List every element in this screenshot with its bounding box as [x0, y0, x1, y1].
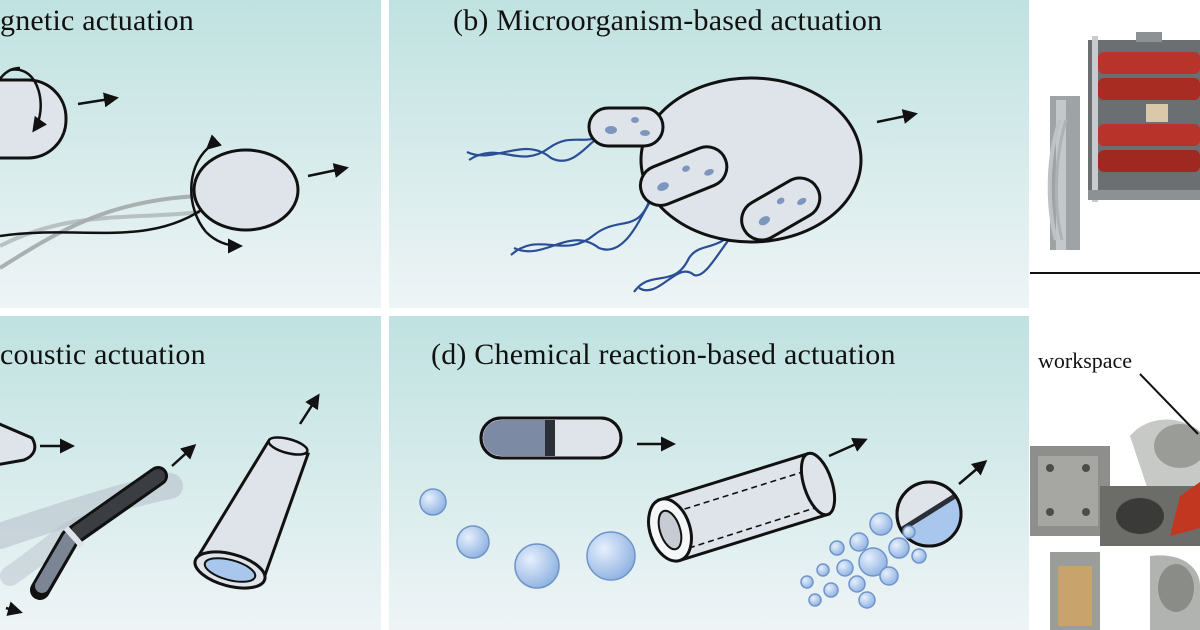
gas-bubbles: [419, 488, 927, 609]
workspace-photo: [1030, 316, 1200, 630]
photo-workspace: workspace: [1030, 316, 1200, 630]
motion-arrow: [171, 443, 197, 467]
acoustic-actuation-illustration: [0, 316, 381, 630]
workspace-label: workspace: [1038, 348, 1133, 373]
panel-title: coustic actuation: [0, 338, 206, 371]
motion-arrow: [958, 460, 988, 485]
photo-divider: [1030, 272, 1200, 274]
janus-microsphere: [895, 480, 963, 548]
workspace-pointer-line: [1139, 373, 1199, 435]
motion-arrow: [828, 438, 868, 458]
motion-arrow: [307, 163, 349, 178]
panel-title: (b) Microorganism-based actuation: [453, 4, 883, 37]
motion-arrow: [298, 393, 320, 425]
helical-tail-swimmer: [0, 134, 300, 270]
microorganism-actuation-illustration: [389, 0, 1029, 308]
tubular-microjet: [647, 451, 837, 563]
partial-swimmer: [0, 422, 37, 466]
conical-microtube: [193, 436, 310, 590]
janus-microrod: [479, 416, 623, 460]
magnetic-actuation-illustration: [0, 0, 381, 308]
coil-photo: [1036, 0, 1200, 266]
panel-chemical-actuation: (d) Chemical reaction-based actuation: [389, 316, 1029, 630]
panel-title: gnetic actuation: [0, 4, 194, 37]
motion-arrow: [77, 92, 119, 108]
bacterium: [638, 145, 729, 207]
photo-electromagnetic-coil: [1036, 0, 1200, 266]
chemical-actuation-illustration: [389, 316, 1029, 630]
bacterium: [587, 106, 665, 148]
flagella: [466, 129, 742, 293]
panel-microorganism-actuation: (b) Microorganism-based actuation: [389, 0, 1029, 308]
bacterium: [740, 176, 822, 242]
rotating-capsule: [0, 66, 68, 160]
motion-arrow: [876, 109, 918, 124]
motion-arrow: [5, 601, 23, 616]
bent-microrod: [30, 466, 168, 600]
panel-acoustic-actuation: coustic actuation: [0, 316, 381, 630]
panel-title: (d) Chemical reaction-based actuation: [431, 338, 896, 371]
panel-magnetic-actuation: gnetic actuation: [0, 0, 381, 308]
